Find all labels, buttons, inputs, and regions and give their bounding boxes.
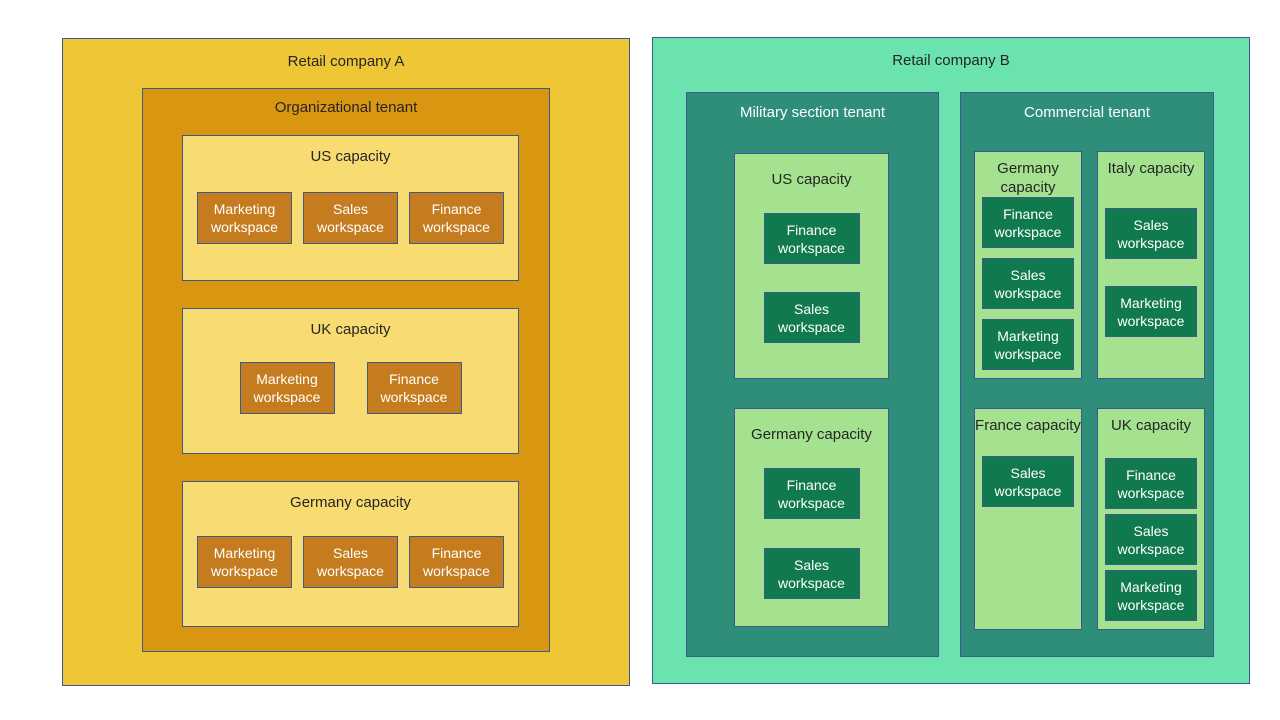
workspace-box: Finance workspace (982, 197, 1074, 248)
workspace-box: Sales workspace (982, 258, 1074, 309)
capacity-b-commercial-germany-workspaces: Finance workspace Sales workspace Market… (975, 197, 1081, 370)
company-a-title: Retail company A (287, 53, 405, 70)
tenant-military-title: Military section tenant (739, 104, 886, 121)
capacity-b-military-germany-box: Germany capacity Finance workspace Sales… (734, 408, 889, 627)
workspace-box: Sales workspace (1105, 514, 1197, 565)
workspace-box: Finance workspace (763, 213, 860, 264)
capacity-b-commercial-france-title: France capacity (975, 417, 1081, 434)
capacity-b-commercial-uk-title: UK capacity (1110, 417, 1192, 434)
capacity-a-us-title: US capacity (310, 148, 391, 165)
company-a-box: Retail company A Organizational tenant U… (62, 38, 630, 686)
workspace-box: Finance workspace (763, 468, 860, 519)
capacity-a-uk-box: UK capacity Marketing workspace Finance … (182, 308, 519, 454)
capacity-a-germany-title: Germany capacity (290, 494, 411, 511)
capacity-b-commercial-italy-box: Italy capacity Sales workspace Marketing… (1097, 151, 1205, 379)
capacity-b-commercial-germany-box: Germany capacity Finance workspace Sales… (974, 151, 1082, 379)
workspace-box: Sales workspace (1105, 208, 1197, 259)
capacity-a-us-box: US capacity Marketing workspace Sales wo… (182, 135, 519, 281)
capacity-b-commercial-italy-workspaces: Sales workspace Marketing workspace (1098, 208, 1204, 337)
capacity-b-military-germany-workspaces: Finance workspace Sales workspace (735, 468, 888, 599)
capacity-a-germany-box: Germany capacity Marketing workspace Sal… (182, 481, 519, 627)
capacity-b-military-us-title: US capacity (771, 171, 852, 188)
capacity-b-military-us-box: US capacity Finance workspace Sales work… (734, 153, 889, 379)
capacity-b-commercial-uk-workspaces: Finance workspace Sales workspace Market… (1098, 458, 1204, 621)
capacity-b-commercial-germany-title: Germany capacity (997, 160, 1059, 196)
workspace-box: Sales workspace (303, 536, 398, 588)
tenant-organizational-box: Organizational tenant US capacity Market… (142, 88, 550, 652)
workspace-box: Sales workspace (303, 192, 398, 244)
capacity-b-commercial-france-workspaces: Sales workspace (975, 456, 1081, 507)
tenant-commercial-box: Commercial tenant Germany capacity Finan… (960, 92, 1214, 657)
workspace-box: Marketing workspace (239, 362, 335, 414)
tenant-commercial-title: Commercial tenant (1024, 104, 1150, 121)
capacity-a-germany-workspaces: Marketing workspace Sales workspace Fina… (183, 536, 518, 588)
workspace-box: Marketing workspace (1105, 286, 1197, 337)
capacity-b-commercial-italy-title: Italy capacity (1107, 160, 1195, 177)
company-b-box: Retail company B Military section tenant… (652, 37, 1250, 684)
workspace-box: Marketing workspace (1105, 570, 1197, 621)
capacity-a-uk-title: UK capacity (310, 321, 391, 338)
tenant-organizational-title: Organizational tenant (274, 99, 418, 116)
capacity-b-military-us-workspaces: Finance workspace Sales workspace (735, 213, 888, 343)
workspace-box: Finance workspace (409, 192, 504, 244)
workspace-box: Marketing workspace (197, 536, 292, 588)
company-b-title: Retail company B (892, 52, 1010, 69)
workspace-box: Sales workspace (763, 292, 860, 343)
workspace-box: Marketing workspace (982, 319, 1074, 370)
capacity-b-commercial-france-box: France capacity Sales workspace (974, 408, 1082, 630)
workspace-box: Sales workspace (763, 548, 860, 599)
workspace-box: Sales workspace (982, 456, 1074, 507)
capacity-b-commercial-uk-box: UK capacity Finance workspace Sales work… (1097, 408, 1205, 630)
workspace-box: Finance workspace (409, 536, 504, 588)
tenant-military-box: Military section tenant US capacity Fina… (686, 92, 939, 657)
capacity-a-us-workspaces: Marketing workspace Sales workspace Fina… (183, 192, 518, 244)
workspace-box: Marketing workspace (197, 192, 292, 244)
workspace-box: Finance workspace (1105, 458, 1197, 509)
capacity-a-uk-workspaces: Marketing workspace Finance workspace (183, 362, 518, 414)
workspace-box: Finance workspace (366, 362, 462, 414)
capacity-b-military-germany-title: Germany capacity (751, 426, 872, 443)
